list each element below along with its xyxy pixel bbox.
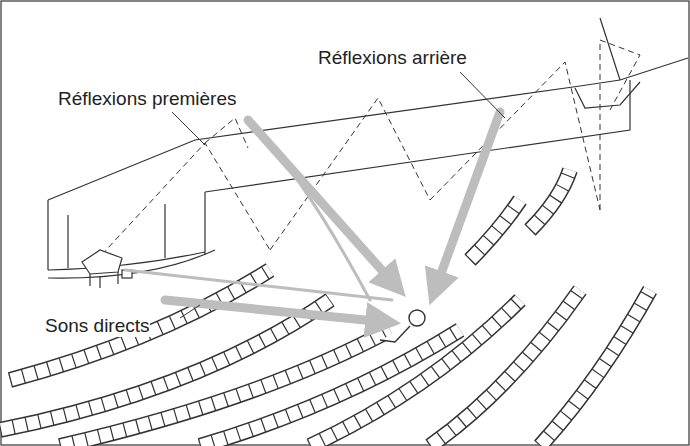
- reflection-paths: [95, 40, 640, 262]
- sound-arrows: [125, 112, 500, 322]
- listener: [380, 310, 425, 342]
- callout-label: Réflexions premières: [58, 88, 236, 110]
- callout-label: Sons directs: [45, 315, 150, 337]
- callout-label: Réflexions arrière: [318, 47, 467, 69]
- hall-walls: [48, 18, 688, 278]
